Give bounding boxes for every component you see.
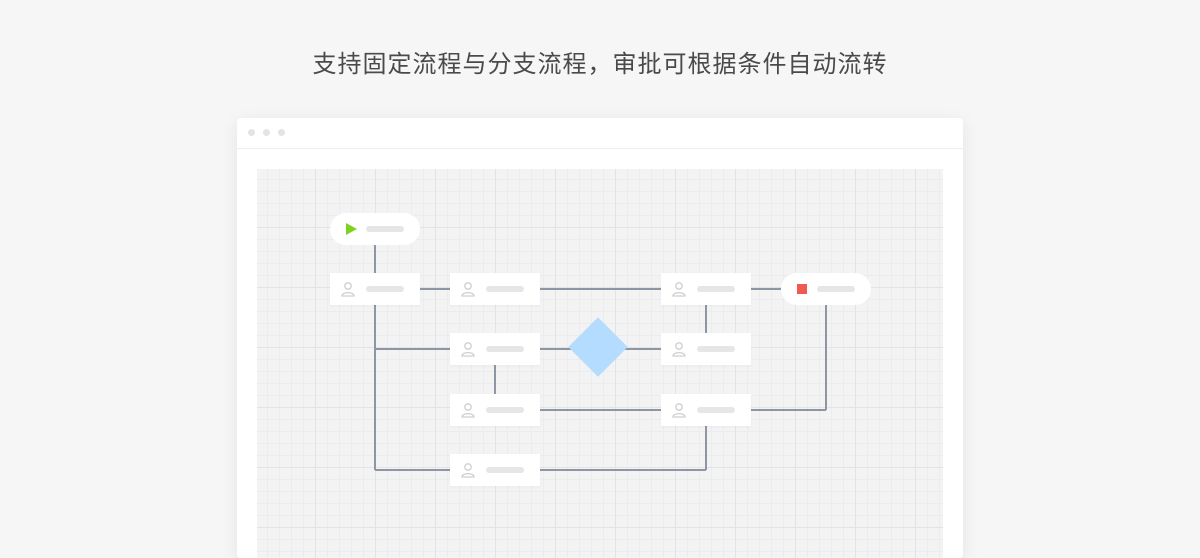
approver-node[interactable] <box>661 333 751 365</box>
node-label-placeholder <box>697 286 735 292</box>
window-control-dot[interactable] <box>248 129 255 136</box>
node-label-placeholder <box>486 346 524 352</box>
flow-canvas[interactable] <box>257 169 943 558</box>
node-label-placeholder <box>366 226 404 232</box>
person-icon <box>461 342 475 357</box>
person-icon <box>461 282 475 297</box>
approver-node[interactable] <box>661 394 751 426</box>
node-label-placeholder <box>486 467 524 473</box>
start-node[interactable] <box>330 213 420 245</box>
approver-node[interactable] <box>450 454 540 486</box>
play-icon <box>346 223 357 235</box>
stop-icon <box>797 284 807 294</box>
person-icon <box>341 282 355 297</box>
approver-node[interactable] <box>450 394 540 426</box>
window-control-dot[interactable] <box>278 129 285 136</box>
approver-node[interactable] <box>450 273 540 305</box>
person-icon <box>672 403 686 418</box>
end-node[interactable] <box>781 273 871 305</box>
node-label-placeholder <box>697 407 735 413</box>
person-icon <box>672 342 686 357</box>
person-icon <box>461 463 475 478</box>
node-label-placeholder <box>697 346 735 352</box>
flow-connectors <box>374 245 827 471</box>
app-window <box>237 118 963 558</box>
person-icon <box>672 282 686 297</box>
node-label-placeholder <box>486 407 524 413</box>
window-control-dot[interactable] <box>263 129 270 136</box>
page-headline: 支持固定流程与分支流程，审批可根据条件自动流转 <box>312 50 888 78</box>
approver-node[interactable] <box>450 333 540 365</box>
person-icon <box>461 403 475 418</box>
approver-node[interactable] <box>330 273 420 305</box>
approver-node[interactable] <box>661 273 751 305</box>
node-label-placeholder <box>486 286 524 292</box>
node-label-placeholder <box>817 286 855 292</box>
window-titlebar <box>237 118 963 149</box>
node-label-placeholder <box>366 286 404 292</box>
